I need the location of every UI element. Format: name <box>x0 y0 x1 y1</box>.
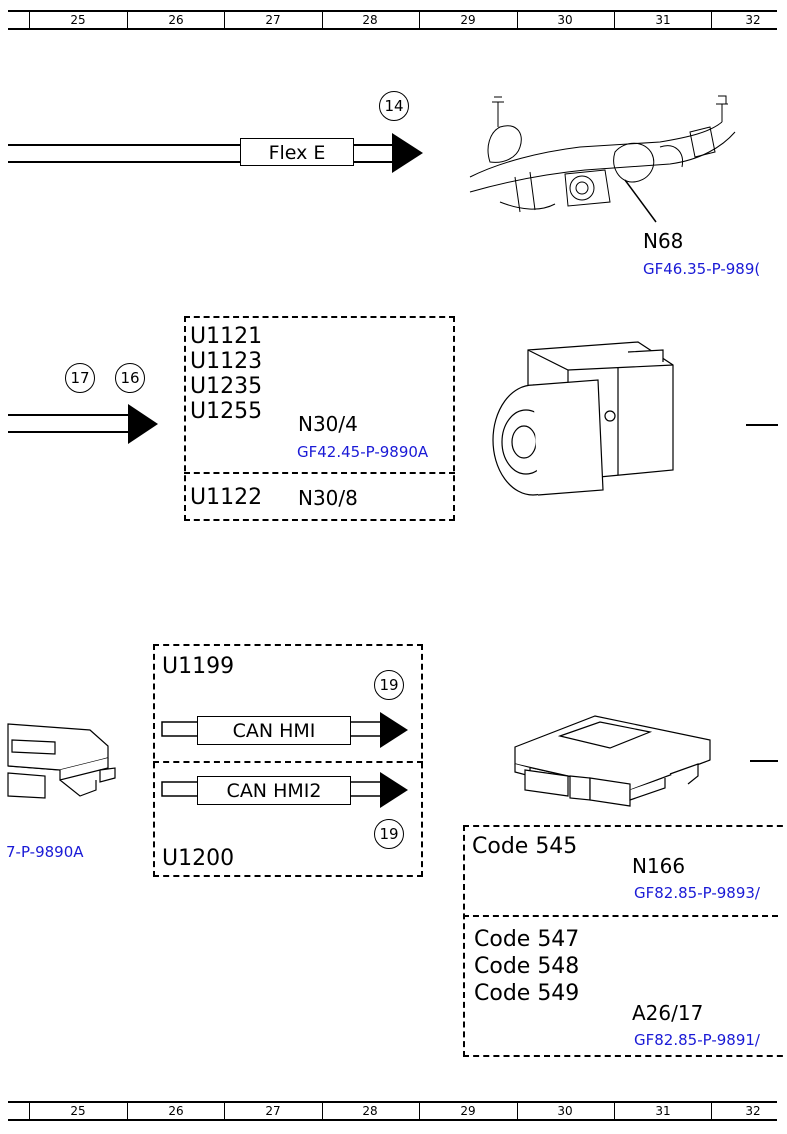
continuation-line <box>750 760 778 762</box>
ruler-divider <box>322 1103 323 1119</box>
doc-ref-link-n68[interactable]: GF46.35-P-989( <box>643 260 761 278</box>
doc-ref-link-a26-17[interactable]: GF82.85-P-9891/ <box>634 1031 760 1049</box>
abs-control-unit-illustration <box>492 341 674 496</box>
code-545: Code 545 <box>472 834 578 859</box>
bus-label-box: Flex E <box>240 138 354 166</box>
ruler-divider <box>224 12 225 28</box>
ruler-divider <box>711 12 712 28</box>
component-label-n68: N68 <box>643 229 684 253</box>
ruler-column-32: 32 <box>745 1104 761 1118</box>
ruler-divider <box>419 1103 420 1119</box>
code-list: Code 547 Code 548 Code 549 <box>474 926 579 1007</box>
bus-lines-2 <box>8 404 158 444</box>
control-unit-illustration-left <box>7 723 116 799</box>
fault-code: U1255 <box>190 399 263 424</box>
ruler-column-29: 29 <box>460 1104 476 1118</box>
ruler-column-30: 30 <box>557 1104 573 1118</box>
ruler-column-30: 30 <box>557 13 573 27</box>
fault-code: U1235 <box>190 374 263 399</box>
steering-rack-illustration <box>469 95 736 223</box>
box-divider <box>463 915 778 917</box>
ruler-column-29: 29 <box>460 13 476 27</box>
ruler-column-27: 27 <box>265 13 281 27</box>
component-label-n166: N166 <box>632 854 686 878</box>
connector-ref-circle: 14 <box>379 91 409 121</box>
fault-code: U1121 <box>190 324 263 349</box>
ruler-column-26: 26 <box>168 1104 184 1118</box>
fault-code-u1200: U1200 <box>162 846 235 871</box>
ruler-divider <box>224 1103 225 1119</box>
connector-ref-number: 14 <box>384 97 404 115</box>
ruler-divider <box>614 12 615 28</box>
ruler-column-31: 31 <box>655 13 671 27</box>
code-box-n166-a26 <box>463 825 787 1057</box>
doc-ref-link-left[interactable]: 7-P-9890A <box>6 843 84 861</box>
connector-ref-circle: 17 <box>65 363 95 393</box>
continuation-line <box>746 424 778 426</box>
ruler-divider <box>29 1103 30 1119</box>
box-divider <box>153 761 423 763</box>
ruler-divider <box>127 1103 128 1119</box>
bus-label: Flex E <box>268 142 326 164</box>
connector-ref-number: 16 <box>120 369 140 387</box>
bus-label-box: CAN HMI2 <box>197 776 351 805</box>
bus-label: CAN HMI <box>232 720 316 742</box>
ruler-divider <box>29 12 30 28</box>
ruler-divider <box>517 1103 518 1119</box>
fault-code: U1122 <box>190 485 263 510</box>
connector-ref-circle: 16 <box>115 363 145 393</box>
component-label-n30-8: N30/8 <box>298 486 358 510</box>
fault-code: U1123 <box>190 349 263 374</box>
ruler-column-28: 28 <box>362 1104 378 1118</box>
code-item: Code 548 <box>474 954 580 979</box>
doc-ref-link-n30-4[interactable]: GF42.45-P-9890A <box>297 443 429 461</box>
ruler-divider <box>517 12 518 28</box>
bus-label: CAN HMI2 <box>226 780 322 802</box>
fault-code-list-upper: U1121 U1123 U1235 U1255 <box>190 324 262 424</box>
component-label-a26-17: A26/17 <box>632 1001 704 1025</box>
box-divider <box>184 472 455 474</box>
column-ruler-top: 25 26 27 28 29 30 31 32 <box>8 10 777 30</box>
ruler-column-27: 27 <box>265 1104 281 1118</box>
code-item: Code 547 <box>474 927 580 952</box>
column-ruler-bottom: 25 26 27 28 29 30 31 32 <box>8 1101 777 1121</box>
code-item: Code 549 <box>474 981 580 1006</box>
connector-ref-number: 19 <box>379 825 399 843</box>
connector-ref-circle: 19 <box>374 819 404 849</box>
ruler-divider <box>711 1103 712 1119</box>
fault-code-box-n30 <box>184 316 455 521</box>
ruler-column-25: 25 <box>70 13 86 27</box>
doc-ref-link-n166[interactable]: GF82.85-P-9893/ <box>634 884 760 902</box>
fault-code-u1199: U1199 <box>162 654 235 679</box>
ruler-divider <box>419 12 420 28</box>
ruler-divider <box>322 12 323 28</box>
ruler-divider <box>127 12 128 28</box>
bus-code-box-hmi <box>153 644 423 877</box>
ruler-column-26: 26 <box>168 13 184 27</box>
arrow-head-icon <box>128 404 158 444</box>
ruler-column-25: 25 <box>70 1104 86 1118</box>
bus-label-box: CAN HMI <box>197 716 351 745</box>
connector-ref-circle: 19 <box>374 670 404 700</box>
component-label-n30-4: N30/4 <box>298 412 358 436</box>
control-unit-illustration <box>514 715 711 807</box>
connector-ref-number: 17 <box>70 369 90 387</box>
arrow-head-icon <box>380 772 408 808</box>
ruler-column-32: 32 <box>745 13 761 27</box>
connector-ref-number: 19 <box>379 676 399 694</box>
ruler-divider <box>614 1103 615 1119</box>
arrow-head-icon <box>380 712 408 748</box>
arrow-head-icon <box>392 133 423 173</box>
ruler-column-31: 31 <box>655 1104 671 1118</box>
ruler-column-28: 28 <box>362 13 378 27</box>
